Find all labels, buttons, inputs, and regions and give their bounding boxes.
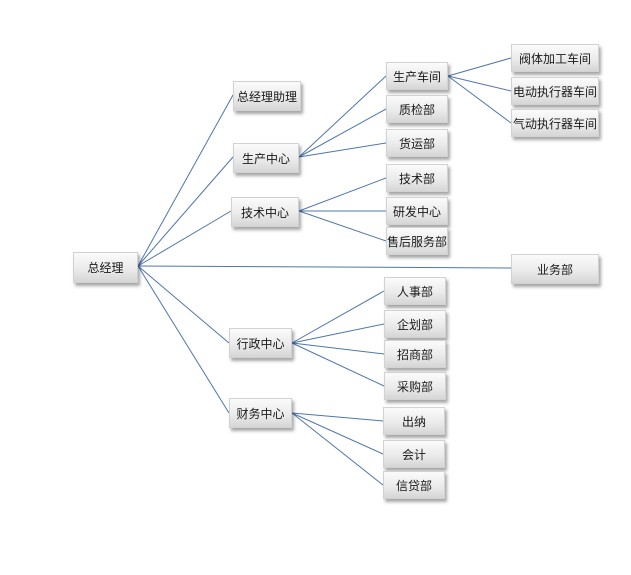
node-root: 总经理 xyxy=(73,252,138,283)
connector-finance-2 xyxy=(291,412,384,455)
connector-root-admin xyxy=(137,265,230,344)
node-workshop-item: 阀体加工车间 xyxy=(511,44,599,72)
node-admin-item: 采购部 xyxy=(384,372,446,400)
node-workshop-item: 气动执行器车间 xyxy=(511,109,599,137)
connector-root-finance xyxy=(137,265,230,414)
node-technology-item: 技术部 xyxy=(386,164,448,192)
connector-production-shipping xyxy=(298,142,387,158)
connector-root-assistant xyxy=(137,94,234,267)
node-technology-item: 研发中心 xyxy=(386,197,448,225)
node-admin-item: 企划部 xyxy=(384,310,446,338)
connector-finance-3 xyxy=(291,412,384,486)
connector-root-sales xyxy=(137,265,512,269)
node-production: 生产中心 xyxy=(233,143,299,173)
connector-workshop-3 xyxy=(447,75,512,124)
node-quality: 质检部 xyxy=(386,95,448,123)
connector-admin-2 xyxy=(291,323,385,344)
node-technology-item: 售后服务部 xyxy=(386,227,448,255)
node-admin: 行政中心 xyxy=(229,328,292,358)
connector-technology-1 xyxy=(298,177,387,212)
connector-admin-4 xyxy=(291,342,385,387)
connector-root-technology xyxy=(137,210,232,267)
node-workshop-item: 电动执行器车间 xyxy=(511,77,599,105)
connector-workshop-1 xyxy=(447,57,512,77)
node-admin-item: 人事部 xyxy=(384,277,446,305)
connector-workshop-2 xyxy=(447,75,512,92)
connector-production-quality xyxy=(298,108,387,158)
node-shipping: 货运部 xyxy=(386,129,448,157)
node-technology: 技术中心 xyxy=(231,197,299,227)
connector-production-workshop xyxy=(298,75,387,158)
node-sales: 业务部 xyxy=(511,254,599,284)
connector-finance-1 xyxy=(291,412,384,422)
node-finance-item: 出纳 xyxy=(383,407,445,435)
node-workshop: 生产车间 xyxy=(386,62,448,90)
node-finance: 财务中心 xyxy=(229,398,292,428)
connector-technology-3 xyxy=(298,210,387,242)
node-assistant: 总经理助理 xyxy=(233,81,301,111)
node-admin-item: 招商部 xyxy=(384,340,446,368)
connector-admin-3 xyxy=(291,342,385,355)
connector-admin-1 xyxy=(291,290,385,344)
node-finance-item: 信贷部 xyxy=(383,471,445,499)
connector-root-production xyxy=(137,156,234,267)
node-finance-item: 会计 xyxy=(383,440,445,468)
